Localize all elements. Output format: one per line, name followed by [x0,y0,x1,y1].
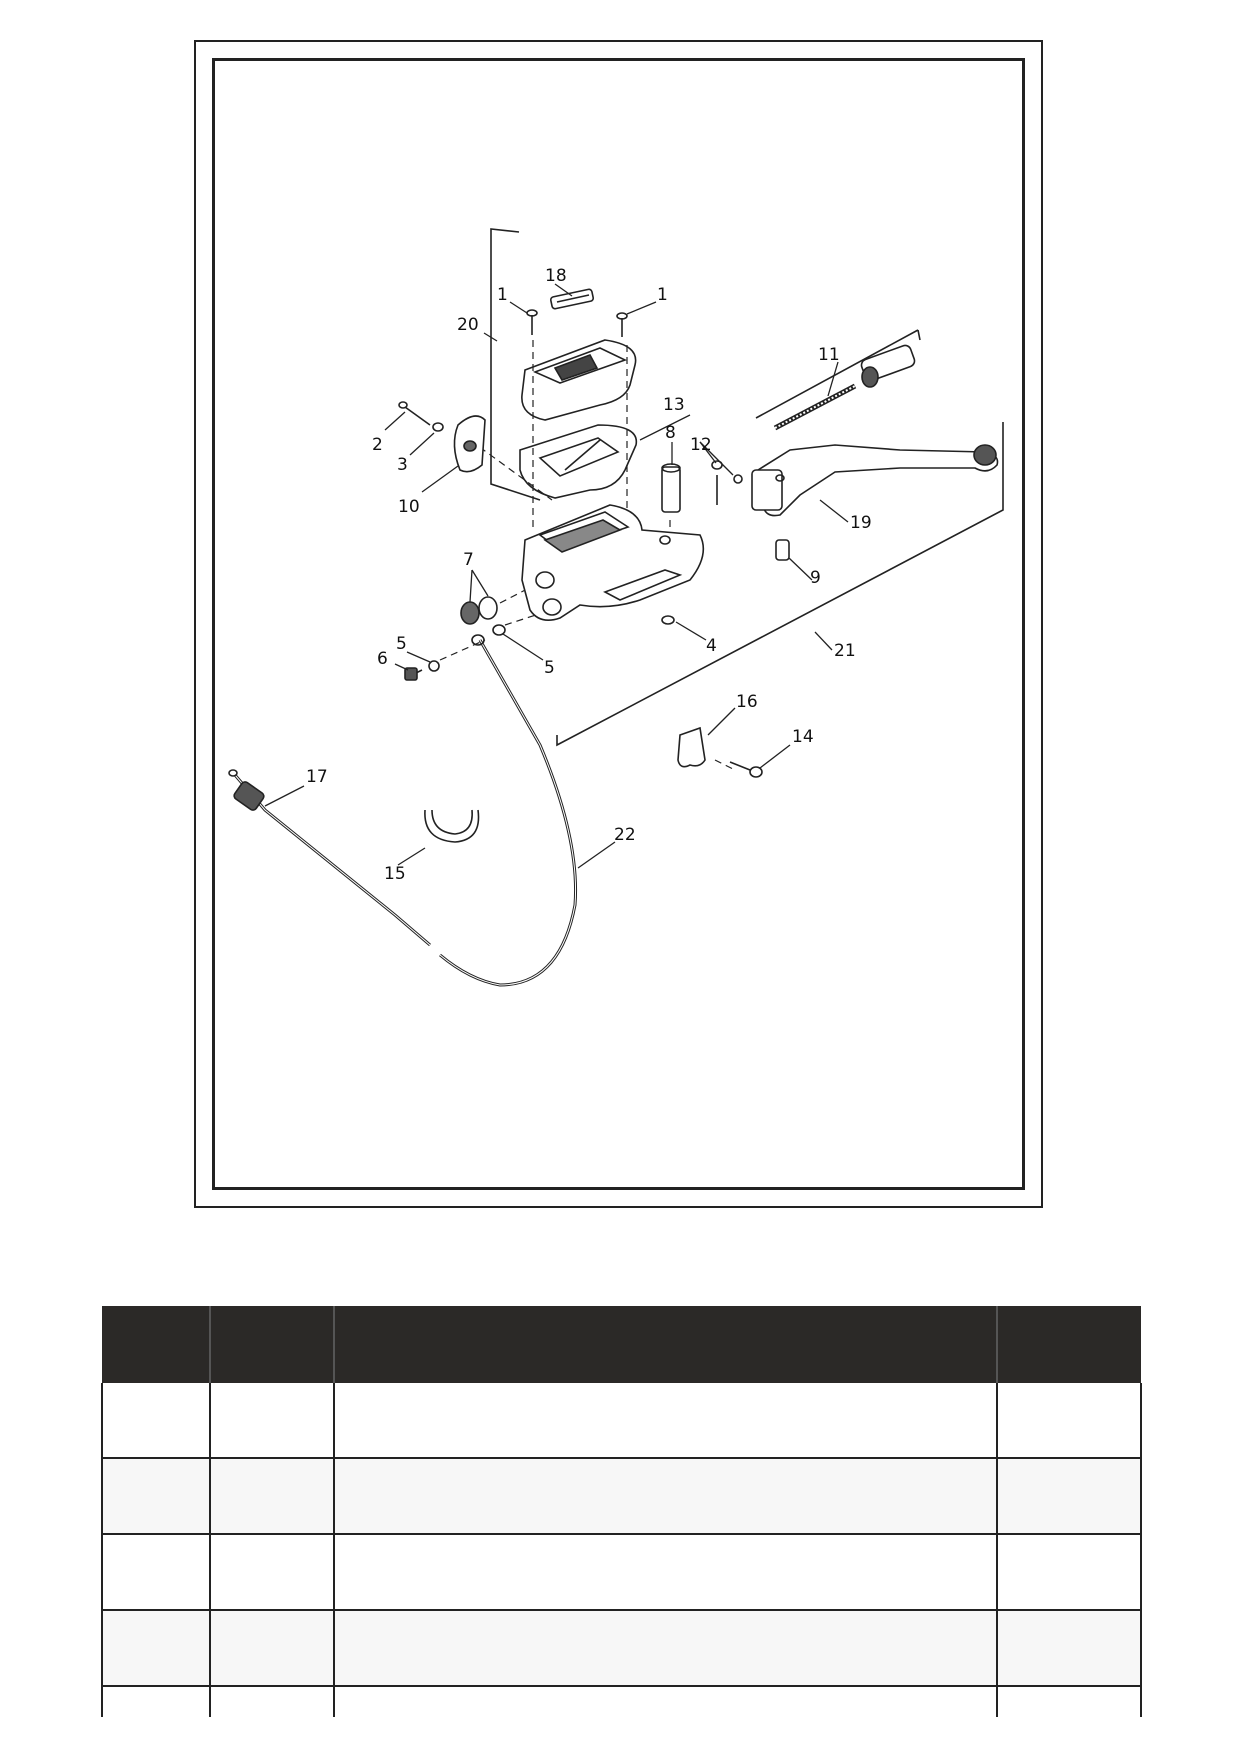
exploded-parts-diagram: 1 1 2 3 4 5 5 6 7 8 9 10 11 12 13 14 15 … [228,228,1004,987]
hose-22 [439,634,578,987]
header-cell [102,1306,211,1383]
table-cell [997,1534,1142,1611]
clip-4 [661,615,675,625]
callout-3: 3 [397,455,408,475]
clutch-lever-19 [751,444,999,517]
table-cell [997,1686,1142,1717]
table-cell [101,1534,211,1611]
header-cell [210,1306,335,1383]
pivot-pin-12 [711,460,743,505]
callout-4: 4 [706,636,717,656]
callout-leaders [264,283,849,869]
table-cell [334,1686,998,1717]
table-cell [997,1458,1142,1535]
table-row [101,1686,1142,1717]
table-cell [101,1383,211,1459]
pin-8 [661,463,681,513]
screw-14 [729,761,763,778]
callout-5-right: 5 [544,658,555,678]
table-cell [101,1458,211,1535]
callout-5-left: 5 [396,634,407,654]
table-cell [210,1534,335,1611]
bolt-2 [398,401,431,426]
table-row [101,1383,1142,1459]
diagram-frame-outer [194,40,1043,1208]
parts-table-header [102,1306,1141,1383]
table-cell [334,1534,998,1611]
callout-12: 12 [690,435,712,455]
table-row [101,1534,1142,1611]
group-20-bracket [490,228,541,501]
diaphragm-gasket-13 [519,424,638,499]
screw-1-right [616,312,628,337]
header-cell [334,1306,998,1383]
callout-8: 8 [665,423,676,443]
table-row [101,1458,1142,1535]
callout-15: 15 [384,864,406,884]
table-cell [334,1458,998,1535]
table-cell [997,1610,1142,1687]
table-cell [101,1610,211,1687]
callout-16: 16 [736,692,758,712]
table-cell [997,1383,1142,1459]
header-cell [997,1306,1141,1383]
callout-10: 10 [398,497,420,517]
parts-table [101,1306,1142,1717]
sight-glass-18 [549,288,595,310]
cable-17 [228,769,431,947]
callout-1-right: 1 [657,285,668,305]
callout-14: 14 [792,727,814,747]
screw-1-left [526,309,538,335]
callout-9: 9 [810,568,821,588]
callout-6: 6 [377,649,388,669]
table-cell [334,1383,998,1459]
cable-clip-16 [677,726,706,768]
hose-clamp-15 [424,809,480,843]
callout-7: 7 [463,550,474,570]
spring-11 [773,383,857,431]
group-11-bracket [755,329,919,419]
table-row [101,1610,1142,1687]
washer-5-left [428,660,440,672]
bushing-9 [775,539,790,561]
callout-21: 21 [834,641,856,661]
bolt-6 [404,667,423,681]
callout-17: 17 [306,767,328,787]
table-cell [210,1686,335,1717]
callout-19: 19 [850,513,872,533]
callout-11: 11 [818,345,840,365]
clamp-10 [453,415,486,473]
callout-2: 2 [372,435,383,455]
washer-5-right [492,624,506,636]
callout-20: 20 [457,315,479,335]
washer-3 [432,422,444,432]
table-cell [334,1610,998,1687]
callout-22: 22 [614,825,636,845]
diagram-frame-inner [212,58,1025,1190]
reservoir-cover [521,339,637,421]
cable-adjuster [860,344,916,388]
table-cell [101,1686,211,1717]
table-cell [210,1383,335,1459]
master-cylinder-body [521,504,705,621]
banjo-fittings-7 [460,596,498,625]
callout-18: 18 [545,266,567,286]
group-21-bracket [556,422,1004,747]
callout-13: 13 [663,395,685,415]
callout-1-left: 1 [497,285,508,305]
table-cell [210,1610,335,1687]
table-cell [210,1458,335,1535]
